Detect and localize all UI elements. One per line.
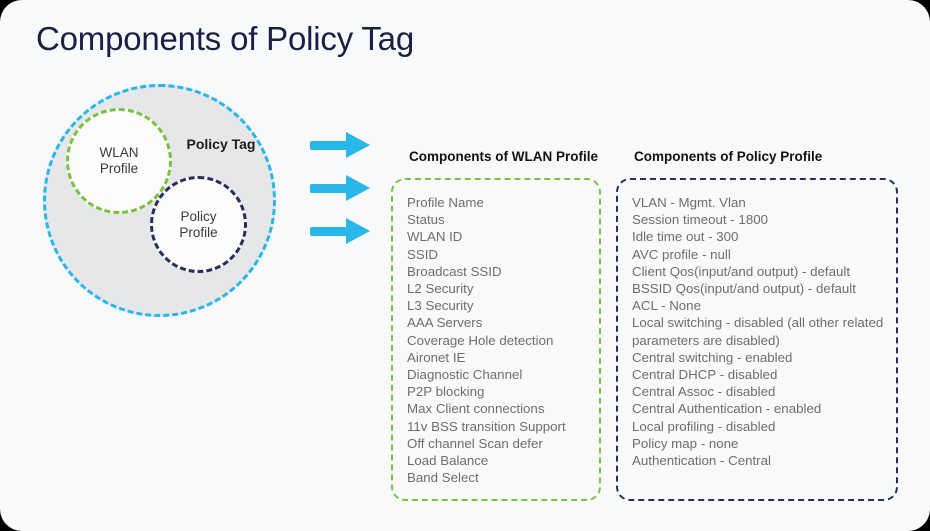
list-item: Local switching - disabled (all other re…: [632, 315, 884, 348]
list-item: Idle time out - 300: [632, 229, 739, 245]
arrow-head: [346, 175, 370, 201]
venn-diagram: WLAN Profile Policy Profile Policy Tag: [0, 0, 300, 330]
policy-profile-circle-label-line2: Profile: [179, 224, 218, 240]
list-item: L3 Security: [407, 298, 474, 314]
wlan-profile-circle-label-line1: WLAN: [99, 145, 139, 160]
arrow-shaft: [310, 227, 354, 236]
list-item: AAA Servers: [407, 315, 483, 331]
page-title: Components of Policy Tag: [36, 20, 414, 57]
list-item: L2 Security: [407, 281, 474, 297]
list-item: Profile Name: [407, 195, 484, 210]
list-item: 11v BSS transition Support: [407, 418, 566, 434]
list-item: BSSID Qos(input/and output) - default: [632, 281, 856, 297]
list-item: P2P blocking: [407, 384, 485, 400]
list-item: Central DHCP - disabled: [632, 367, 778, 383]
list-item: Central Assoc - disabled: [632, 384, 776, 400]
list-item: AVC profile - null: [632, 246, 731, 262]
list-item: Local profiling - disabled: [632, 418, 776, 434]
wlan-profile-circle: WLAN Profile: [66, 108, 172, 214]
list-item: VLAN - Mgmt. Vlan: [632, 195, 746, 210]
arrow-head: [346, 218, 370, 244]
arrow-right-icon-3: [310, 218, 370, 244]
list-item: WLAN ID: [407, 229, 463, 245]
list-item: Central switching - enabled: [632, 349, 793, 365]
policy-profile-column-header: Components of Policy Profile: [634, 149, 823, 164]
list-item: Policy map - none: [632, 435, 739, 451]
list-item: Central Authentication - enabled: [632, 401, 822, 417]
wlan-profile-column-header: Components of WLAN Profile: [409, 149, 598, 164]
list-item: Diagnostic Channel: [407, 367, 523, 383]
arrow-right-icon-2: [310, 175, 370, 201]
list-item: Client Qos(input/and output) - default: [632, 263, 851, 279]
list-item: Off channel Scan defer: [407, 435, 543, 451]
arrow-shaft: [310, 141, 354, 150]
list-item: Aironet IE: [407, 349, 466, 365]
list-item: Status: [407, 212, 445, 228]
list-item: Coverage Hole detection: [407, 332, 554, 348]
list-item: Session timeout - 1800: [632, 212, 769, 228]
list-item: Broadcast SSID: [407, 263, 502, 279]
list-item: ACL - None: [632, 298, 701, 314]
list-item: Authentication - Central: [632, 453, 771, 469]
policy-profile-circle-label: Policy Profile: [153, 209, 244, 241]
arrow-head: [346, 132, 370, 158]
arrow-shaft: [310, 184, 354, 193]
policy-profile-circle: Policy Profile: [150, 176, 247, 273]
list-item: Band Select: [407, 470, 479, 486]
arrow-right-icon-1: [310, 132, 370, 158]
list-item: SSID: [407, 246, 439, 262]
list-item: Load Balance: [407, 453, 489, 469]
wlan-profile-circle-label: WLAN Profile: [69, 145, 169, 177]
policy-profile-circle-label-line1: Policy: [180, 208, 217, 224]
list-item: Max Client connections: [407, 401, 545, 417]
policy-tag-label: Policy Tag: [186, 136, 256, 152]
wlan-profile-circle-label-line2: Profile: [99, 161, 139, 176]
